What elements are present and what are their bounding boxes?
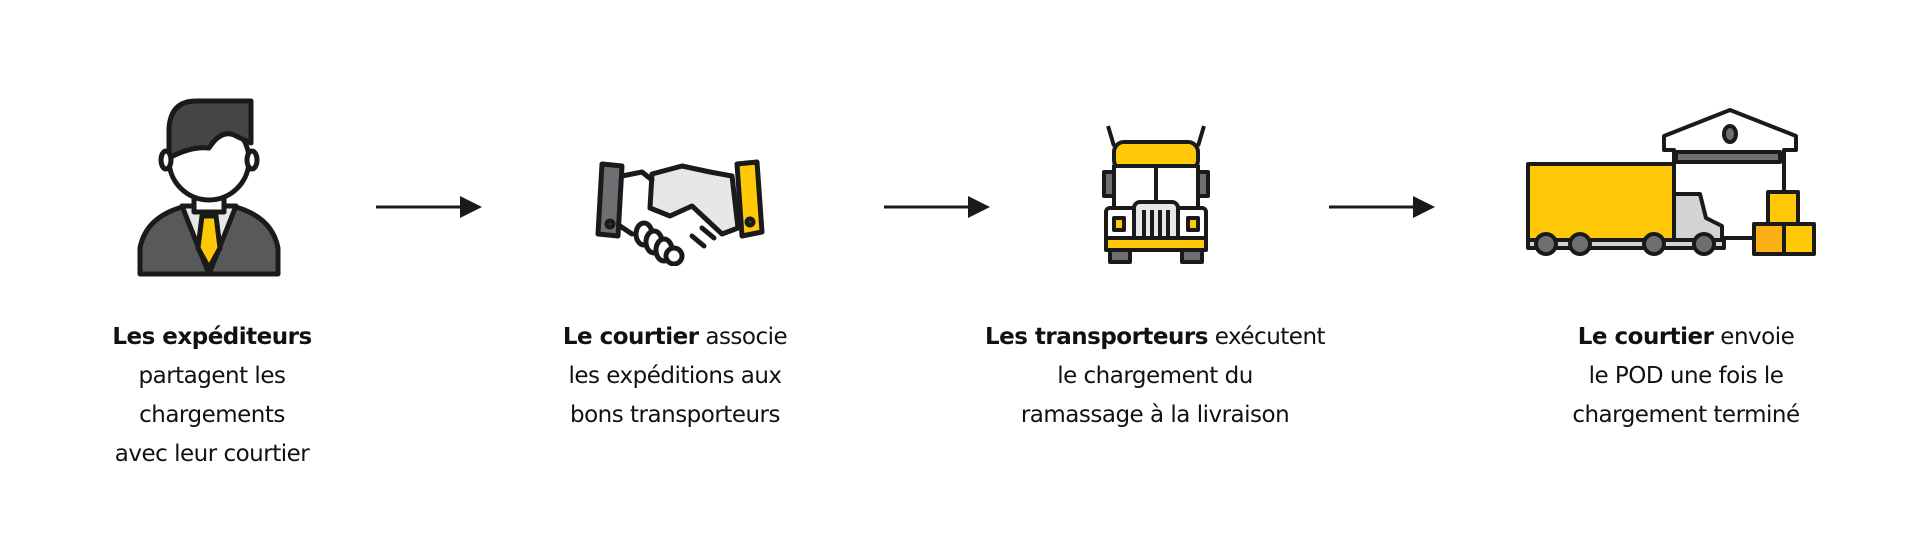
step-4-actor: Le courtier [1577, 324, 1714, 350]
warehouse-delivery-icon [1526, 108, 1816, 256]
step-3-caption: Les transporteurs exécutent le chargemen… [935, 318, 1375, 435]
handshake-icon [595, 159, 765, 266]
step-1-line-4: avec leur courtier [114, 441, 310, 467]
step-3-line-2: le chargement du [1057, 363, 1253, 389]
step-2-line-2: les expéditions aux [568, 363, 782, 389]
step-4-caption: Le courtier envoie le POD une fois le ch… [1476, 318, 1896, 435]
step-2-actor: Le courtier [562, 324, 699, 350]
businessman-icon [137, 98, 281, 277]
step-2-caption: Le courtier associe les expéditions aux … [465, 318, 885, 435]
step-3-actor: Les transporteurs [984, 324, 1208, 350]
step-3-line-1: exécutent [1207, 324, 1326, 350]
arrow-right-icon [1329, 196, 1435, 218]
step-1-line-3: chargements [139, 402, 285, 428]
step-4-line-2: le POD une fois le [1588, 363, 1784, 389]
step-4-line-3: chargement terminé [1572, 402, 1800, 428]
step-1-caption: Les expéditeurs partagent les chargement… [2, 318, 422, 474]
step-2-line-3: bons transporteurs [570, 402, 780, 428]
step-1-line-2: partagent les [138, 363, 286, 389]
truck-icon [1102, 125, 1210, 264]
step-2-line-1: associe [698, 324, 788, 350]
arrow-right-icon [884, 196, 990, 218]
step-4-line-1: envoie [1713, 324, 1795, 350]
step-1-actor: Les expéditeurs [112, 324, 312, 350]
arrow-right-icon [376, 196, 482, 218]
step-3-line-3: ramassage à la livraison [1020, 402, 1290, 428]
